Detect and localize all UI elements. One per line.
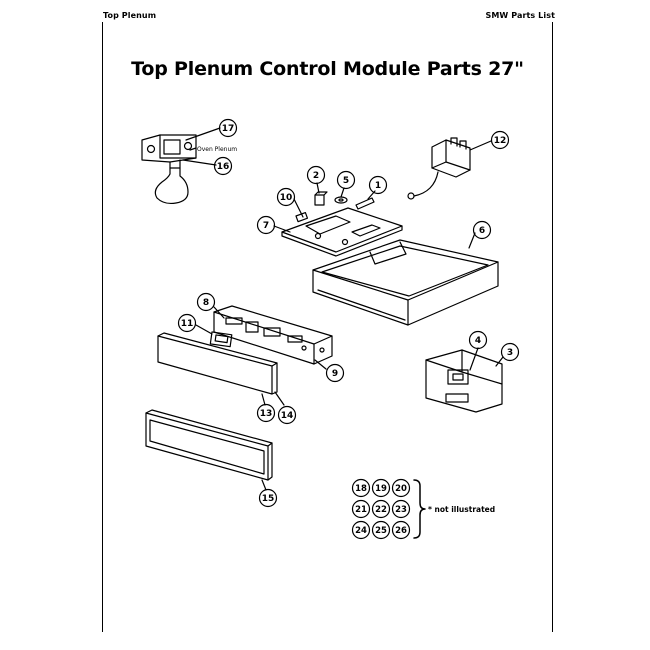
part-16-lamp [154,167,189,205]
callout-16: 16 [213,156,233,176]
part-6-plenum-tray [312,239,499,326]
callout-22: 22 [371,499,391,519]
callout-22-number: 22 [375,505,387,515]
callout-6: 6 [472,220,492,240]
callout-25: 25 [371,520,391,540]
callout-4-number: 4 [475,336,481,346]
callout-7-number: 7 [263,221,269,231]
callout-2-number: 2 [313,171,319,181]
part-5 [334,196,348,204]
callout-4: 4 [468,330,488,350]
callout-21-number: 21 [355,505,367,515]
callout-13-number: 13 [260,409,273,419]
part-9-panel-bracket [213,305,333,365]
callout-19: 19 [371,478,391,498]
part-13-14-panel-face [157,332,278,395]
callout-9: 9 [325,363,345,383]
callout-17-number: 17 [222,124,235,134]
callout-25-number: 25 [375,526,387,536]
callout-21: 21 [351,499,371,519]
part-4-bracket [445,369,469,403]
callout-3: 3 [500,342,520,362]
callout-10: 10 [276,187,296,207]
callout-26: 26 [391,520,411,540]
callout-6-number: 6 [479,226,485,236]
callout-14: 14 [277,405,297,425]
callout-12-number: 12 [494,136,507,146]
part-7-control-board [281,207,403,257]
oven-plenum-label: Oven Plenum [197,146,237,153]
callout-20-number: 20 [395,484,407,494]
callout-7: 7 [256,215,276,235]
callout-23-number: 23 [395,505,407,515]
callout-11-number: 11 [181,319,194,329]
diagram-title: Top Plenum Control Module Parts 27" [131,58,524,80]
not-illustrated-label: * not illustrated [428,505,495,514]
callout-5: 5 [336,170,356,190]
part-15-trim-frame [145,409,273,481]
page-frame [102,22,553,632]
part-1 [355,197,375,210]
callout-18-number: 18 [355,484,367,494]
callout-12: 12 [490,130,510,150]
callout-18: 18 [351,478,371,498]
callout-24: 24 [351,520,371,540]
part-2 [314,191,328,206]
brace [413,479,426,539]
callout-5-number: 5 [343,176,349,186]
callout-16-number: 16 [217,162,230,172]
callout-1-number: 1 [375,181,381,191]
callout-24-number: 24 [355,526,367,536]
part-17-bracket [141,134,197,169]
callout-8: 8 [196,292,216,312]
callout-9-number: 9 [332,369,338,379]
callout-8-number: 8 [203,298,209,308]
callout-17: 17 [218,118,238,138]
callout-15: 15 [258,488,278,508]
callout-10-number: 10 [280,193,293,203]
part-12-switch [407,137,471,200]
callout-1: 1 [368,175,388,195]
callout-15-number: 15 [262,494,275,504]
callout-11: 11 [177,313,197,333]
callout-13: 13 [256,403,276,423]
part-11 [209,331,233,348]
callout-23: 23 [391,499,411,519]
callout-26-number: 26 [395,526,407,536]
callout-19-number: 19 [375,484,387,494]
not-illustrated-grid: 18 19 20 21 22 23 24 25 [351,478,411,540]
header-section-name: Top Plenum [103,11,157,20]
callout-3-number: 3 [507,348,513,358]
header-document-name: SMW Parts List [485,11,555,20]
callout-20: 20 [391,478,411,498]
part-3-cover [425,349,503,413]
callout-14-number: 14 [281,411,294,421]
callout-2: 2 [306,165,326,185]
